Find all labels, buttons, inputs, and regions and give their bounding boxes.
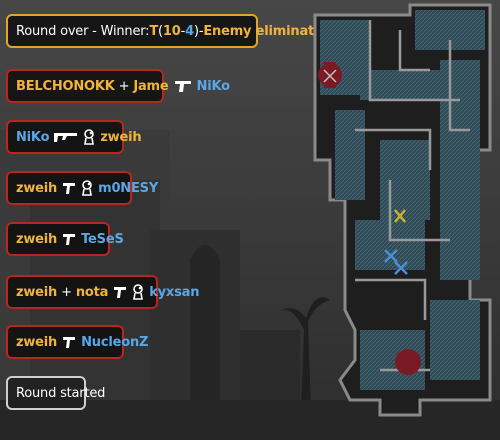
- killfeed: Round over - Winner: T ( 10 - 4 ) - Enem…: [6, 14, 332, 410]
- spawn-marker: [323, 69, 337, 83]
- killer-name: zweih: [16, 334, 58, 350]
- player-marker-blue: [384, 249, 408, 275]
- victim-name: NiKo: [196, 78, 231, 94]
- rifle-icon: [54, 130, 78, 144]
- killer-name: zweih: [16, 231, 58, 247]
- victim-name: TeSeS: [81, 231, 124, 247]
- kill-entry: NiKo zweih: [6, 120, 142, 154]
- kill-entry: zweih NucleonZ: [6, 325, 148, 359]
- pistol-icon: [113, 285, 127, 299]
- round-over-prefix: Round over - Winner:: [16, 23, 150, 39]
- kill-entry: zweih m0NESY: [6, 171, 158, 205]
- victim-name: zweih: [100, 129, 142, 145]
- score-t: 10: [162, 23, 181, 39]
- reason-dash: -: [198, 23, 204, 39]
- kill-entry: BELCHONOKK + Jame NiKo: [6, 69, 230, 103]
- killer-name: zweih: [16, 284, 58, 300]
- score-ct: 4: [185, 23, 194, 39]
- radar-minimap: [313, 3, 492, 417]
- kill-entry: zweih TeSeS: [6, 222, 124, 256]
- headshot-icon: [81, 180, 93, 196]
- score-close: ): [193, 23, 199, 39]
- pistol-icon: [62, 232, 76, 246]
- round-over-reason: Enemy eliminated: [203, 23, 332, 39]
- bomb-site-b: [395, 349, 421, 375]
- killer-name: BELCHONOKK: [16, 78, 115, 94]
- assister-name: nota: [75, 284, 109, 300]
- assist-plus: +: [118, 78, 130, 94]
- radar-inner-walls: [355, 20, 470, 372]
- score-dash: -: [180, 23, 186, 39]
- killer-name: zweih: [16, 180, 58, 196]
- headshot-icon: [83, 129, 95, 145]
- radar-floors: [320, 10, 485, 390]
- headshot-icon: [132, 284, 144, 300]
- killer-name: NiKo: [16, 129, 50, 145]
- victim-name: NucleonZ: [81, 334, 149, 350]
- round-started-notice: Round started: [6, 376, 105, 410]
- round-started-label: Round started: [16, 385, 106, 401]
- pistol-icon: [62, 335, 76, 349]
- round-over-notice: Round over - Winner: T ( 10 - 4 ) - Enem…: [6, 14, 332, 48]
- player-marker-yellow: [394, 209, 406, 223]
- winner-team: T: [149, 23, 159, 39]
- victim-name: kyxsan: [149, 284, 200, 300]
- assist-plus: +: [61, 284, 72, 300]
- victim-name: m0NESY: [98, 180, 159, 196]
- pistol-icon: [62, 181, 76, 195]
- pistol-icon: [174, 79, 192, 93]
- score-open: (: [158, 23, 163, 39]
- kill-entry: zweih + nota kyxsan: [6, 275, 199, 309]
- assister-name: Jame: [133, 78, 169, 94]
